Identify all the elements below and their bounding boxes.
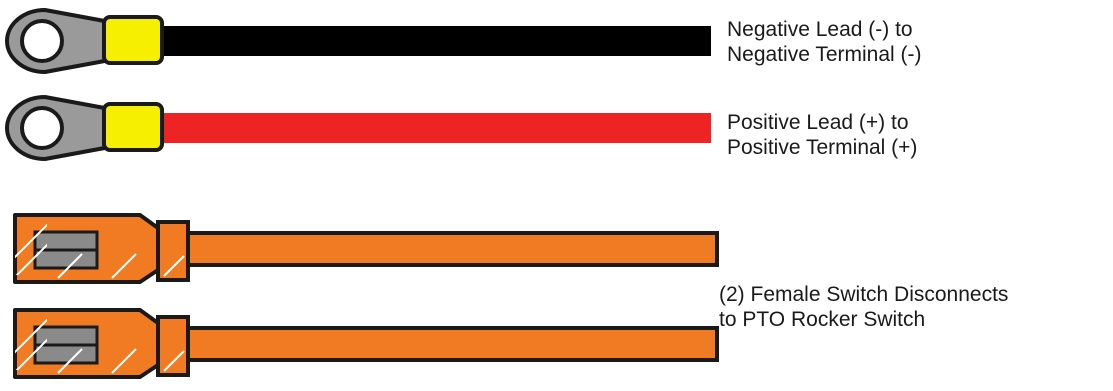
negative-lead-label-line1: Negative Lead (-) to <box>727 18 913 41</box>
positive-lead-label-line1: Positive Lead (+) to <box>727 111 909 134</box>
switch-disconnect-label-line1: (2) Female Switch Disconnects <box>719 283 1009 306</box>
positive-wire <box>150 113 711 143</box>
positive-lead <box>5 95 711 161</box>
crimp-sleeve <box>102 15 164 65</box>
ring-terminal-icon <box>5 95 112 161</box>
negative-lead <box>5 8 711 74</box>
female-disconnect-icon <box>13 213 190 284</box>
female-disconnect-a <box>13 213 719 284</box>
negative-wire <box>150 26 711 56</box>
switch-wire <box>183 326 719 362</box>
crimp-sleeve <box>102 102 164 152</box>
positive-lead-label-line2: Positive Terminal (+) <box>727 136 918 159</box>
female-disconnect-icon <box>13 308 190 379</box>
negative-lead-label: Negative Lead (-) to Negative Terminal (… <box>727 17 922 67</box>
ring-terminal-icon <box>5 8 112 74</box>
switch-wire <box>183 231 719 267</box>
switch-disconnect-label-line2: to PTO Rocker Switch <box>719 308 926 331</box>
negative-lead-label-line2: Negative Terminal (-) <box>727 43 922 66</box>
positive-lead-label: Positive Lead (+) to Positive Terminal (… <box>727 110 917 160</box>
female-disconnect-b <box>13 308 719 379</box>
switch-disconnect-label: (2) Female Switch Disconnects to PTO Roc… <box>719 282 1008 332</box>
